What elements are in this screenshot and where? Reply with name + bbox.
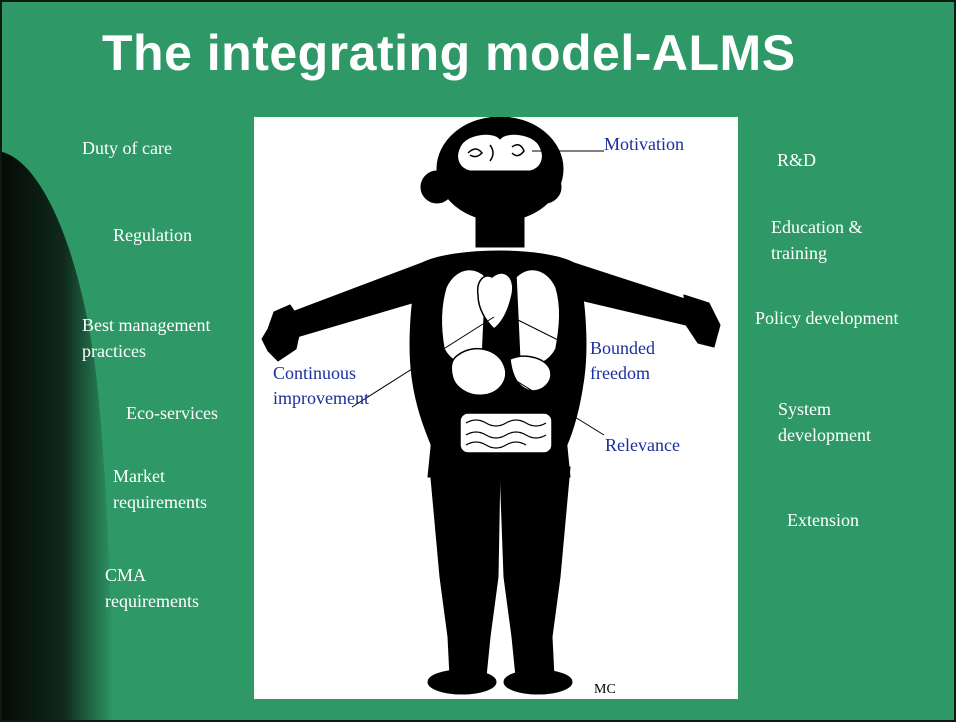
lungs-organ <box>440 268 561 367</box>
label-education-training: Education & training <box>771 217 863 263</box>
label-best-management-practices: Best management practices <box>82 315 211 361</box>
label-bounded-freedom: Bounded freedom <box>590 338 655 383</box>
stomach-organ <box>450 347 552 396</box>
label-cma-requirements: CMA requirements <box>105 565 199 611</box>
label-extension: Extension <box>787 510 859 530</box>
label-regulation: Regulation <box>113 225 192 245</box>
label-motivation: Motivation <box>604 134 684 154</box>
label-market-requirements: Market requirements <box>113 466 207 512</box>
label-rnd: R&D <box>777 150 817 170</box>
intestines-organ <box>459 412 553 454</box>
slide-title: The integrating model-ALMS <box>102 25 796 81</box>
label-continuous-improvement: Continuous improvement <box>273 363 369 408</box>
body-figure-panel: MC <box>254 117 738 699</box>
label-eco-services: Eco-services <box>126 403 218 423</box>
label-policy-development: Policy development <box>755 308 899 328</box>
heart-organ <box>476 272 514 330</box>
label-system-development: System development <box>778 399 871 445</box>
label-duty-of-care: Duty of care <box>82 138 172 158</box>
leader-lines <box>351 150 605 436</box>
human-body-illustration: MC <box>261 117 721 697</box>
artist-signature: MC <box>594 682 616 697</box>
label-relevance: Relevance <box>605 435 680 455</box>
brain-organ <box>457 133 543 172</box>
